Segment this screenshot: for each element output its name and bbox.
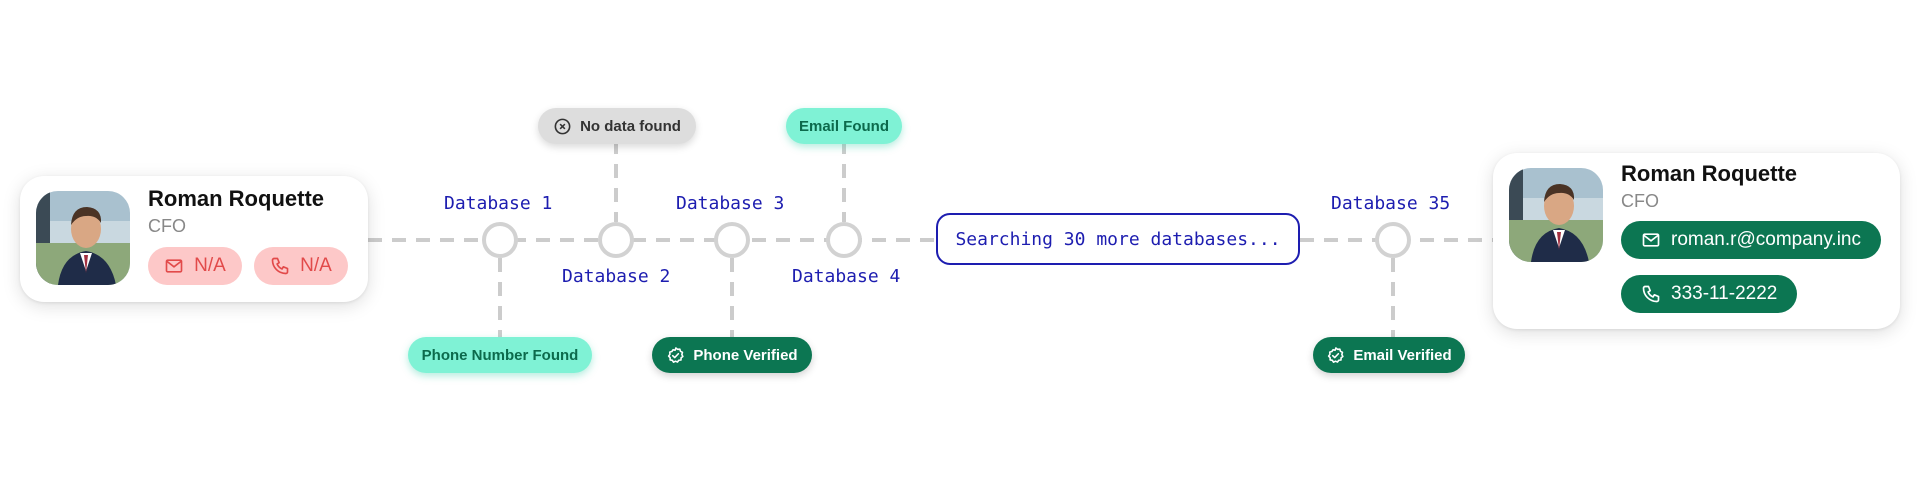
database-3-node xyxy=(714,222,750,258)
email-value: roman.r@company.inc xyxy=(1671,229,1861,250)
database-4-node xyxy=(826,222,862,258)
database-2-node xyxy=(598,222,634,258)
status-label: Email Verified xyxy=(1353,346,1452,364)
x-circle-icon xyxy=(554,118,571,134)
avatar xyxy=(1509,168,1603,262)
person-name: Roman Roquette xyxy=(1621,161,1797,186)
person-role: CFO xyxy=(148,216,186,236)
status-phone-verified: Phone Verified xyxy=(652,337,812,373)
database-1-node xyxy=(482,222,518,258)
avatar-portrait xyxy=(36,191,130,285)
database-4-label: Database 4 xyxy=(792,266,901,287)
email-value: N/A xyxy=(194,255,226,276)
database-2-label: Database 2 xyxy=(562,266,671,287)
phone-chip: N/A xyxy=(254,247,348,285)
status-email-found: Email Found xyxy=(786,108,902,144)
database-35-label: Database 35 xyxy=(1331,193,1451,214)
searching-databases-box: Searching 30 more databases... xyxy=(936,213,1300,265)
phone-value: N/A xyxy=(300,255,332,276)
status-label: Phone Verified xyxy=(693,346,798,364)
status-label: No data found xyxy=(580,117,681,135)
database-3-label: Database 3 xyxy=(676,193,785,214)
profile-card-before: Roman Roquette CFO N/A N/A xyxy=(20,176,368,302)
person-role: CFO xyxy=(1621,191,1659,211)
database-1-label: Database 1 xyxy=(444,193,553,214)
email-chip: roman.r@company.inc xyxy=(1621,221,1881,259)
phone-chip: 333-11-2222 xyxy=(1621,275,1798,313)
status-email-verified: Email Verified xyxy=(1313,337,1465,373)
phone-value: 333-11-2222 xyxy=(1671,283,1778,304)
phone-icon xyxy=(271,257,289,275)
check-circle-icon xyxy=(1328,346,1344,363)
check-circle-icon xyxy=(668,346,685,363)
envelope-icon xyxy=(165,259,183,273)
profile-card-after: Roman Roquette CFO roman.r@company.inc 3… xyxy=(1493,153,1900,329)
email-chip: N/A xyxy=(148,247,242,285)
status-label: Email Found xyxy=(799,117,889,135)
envelope-icon xyxy=(1642,233,1660,247)
database-35-node xyxy=(1375,222,1411,258)
person-name: Roman Roquette xyxy=(148,186,324,211)
avatar-portrait xyxy=(1509,168,1603,262)
phone-icon xyxy=(1642,285,1660,303)
status-phone-number-found: Phone Number Found xyxy=(408,337,592,373)
status-no-data-found: No data found xyxy=(538,108,696,144)
status-label: Phone Number Found xyxy=(421,346,579,364)
avatar xyxy=(36,191,130,285)
